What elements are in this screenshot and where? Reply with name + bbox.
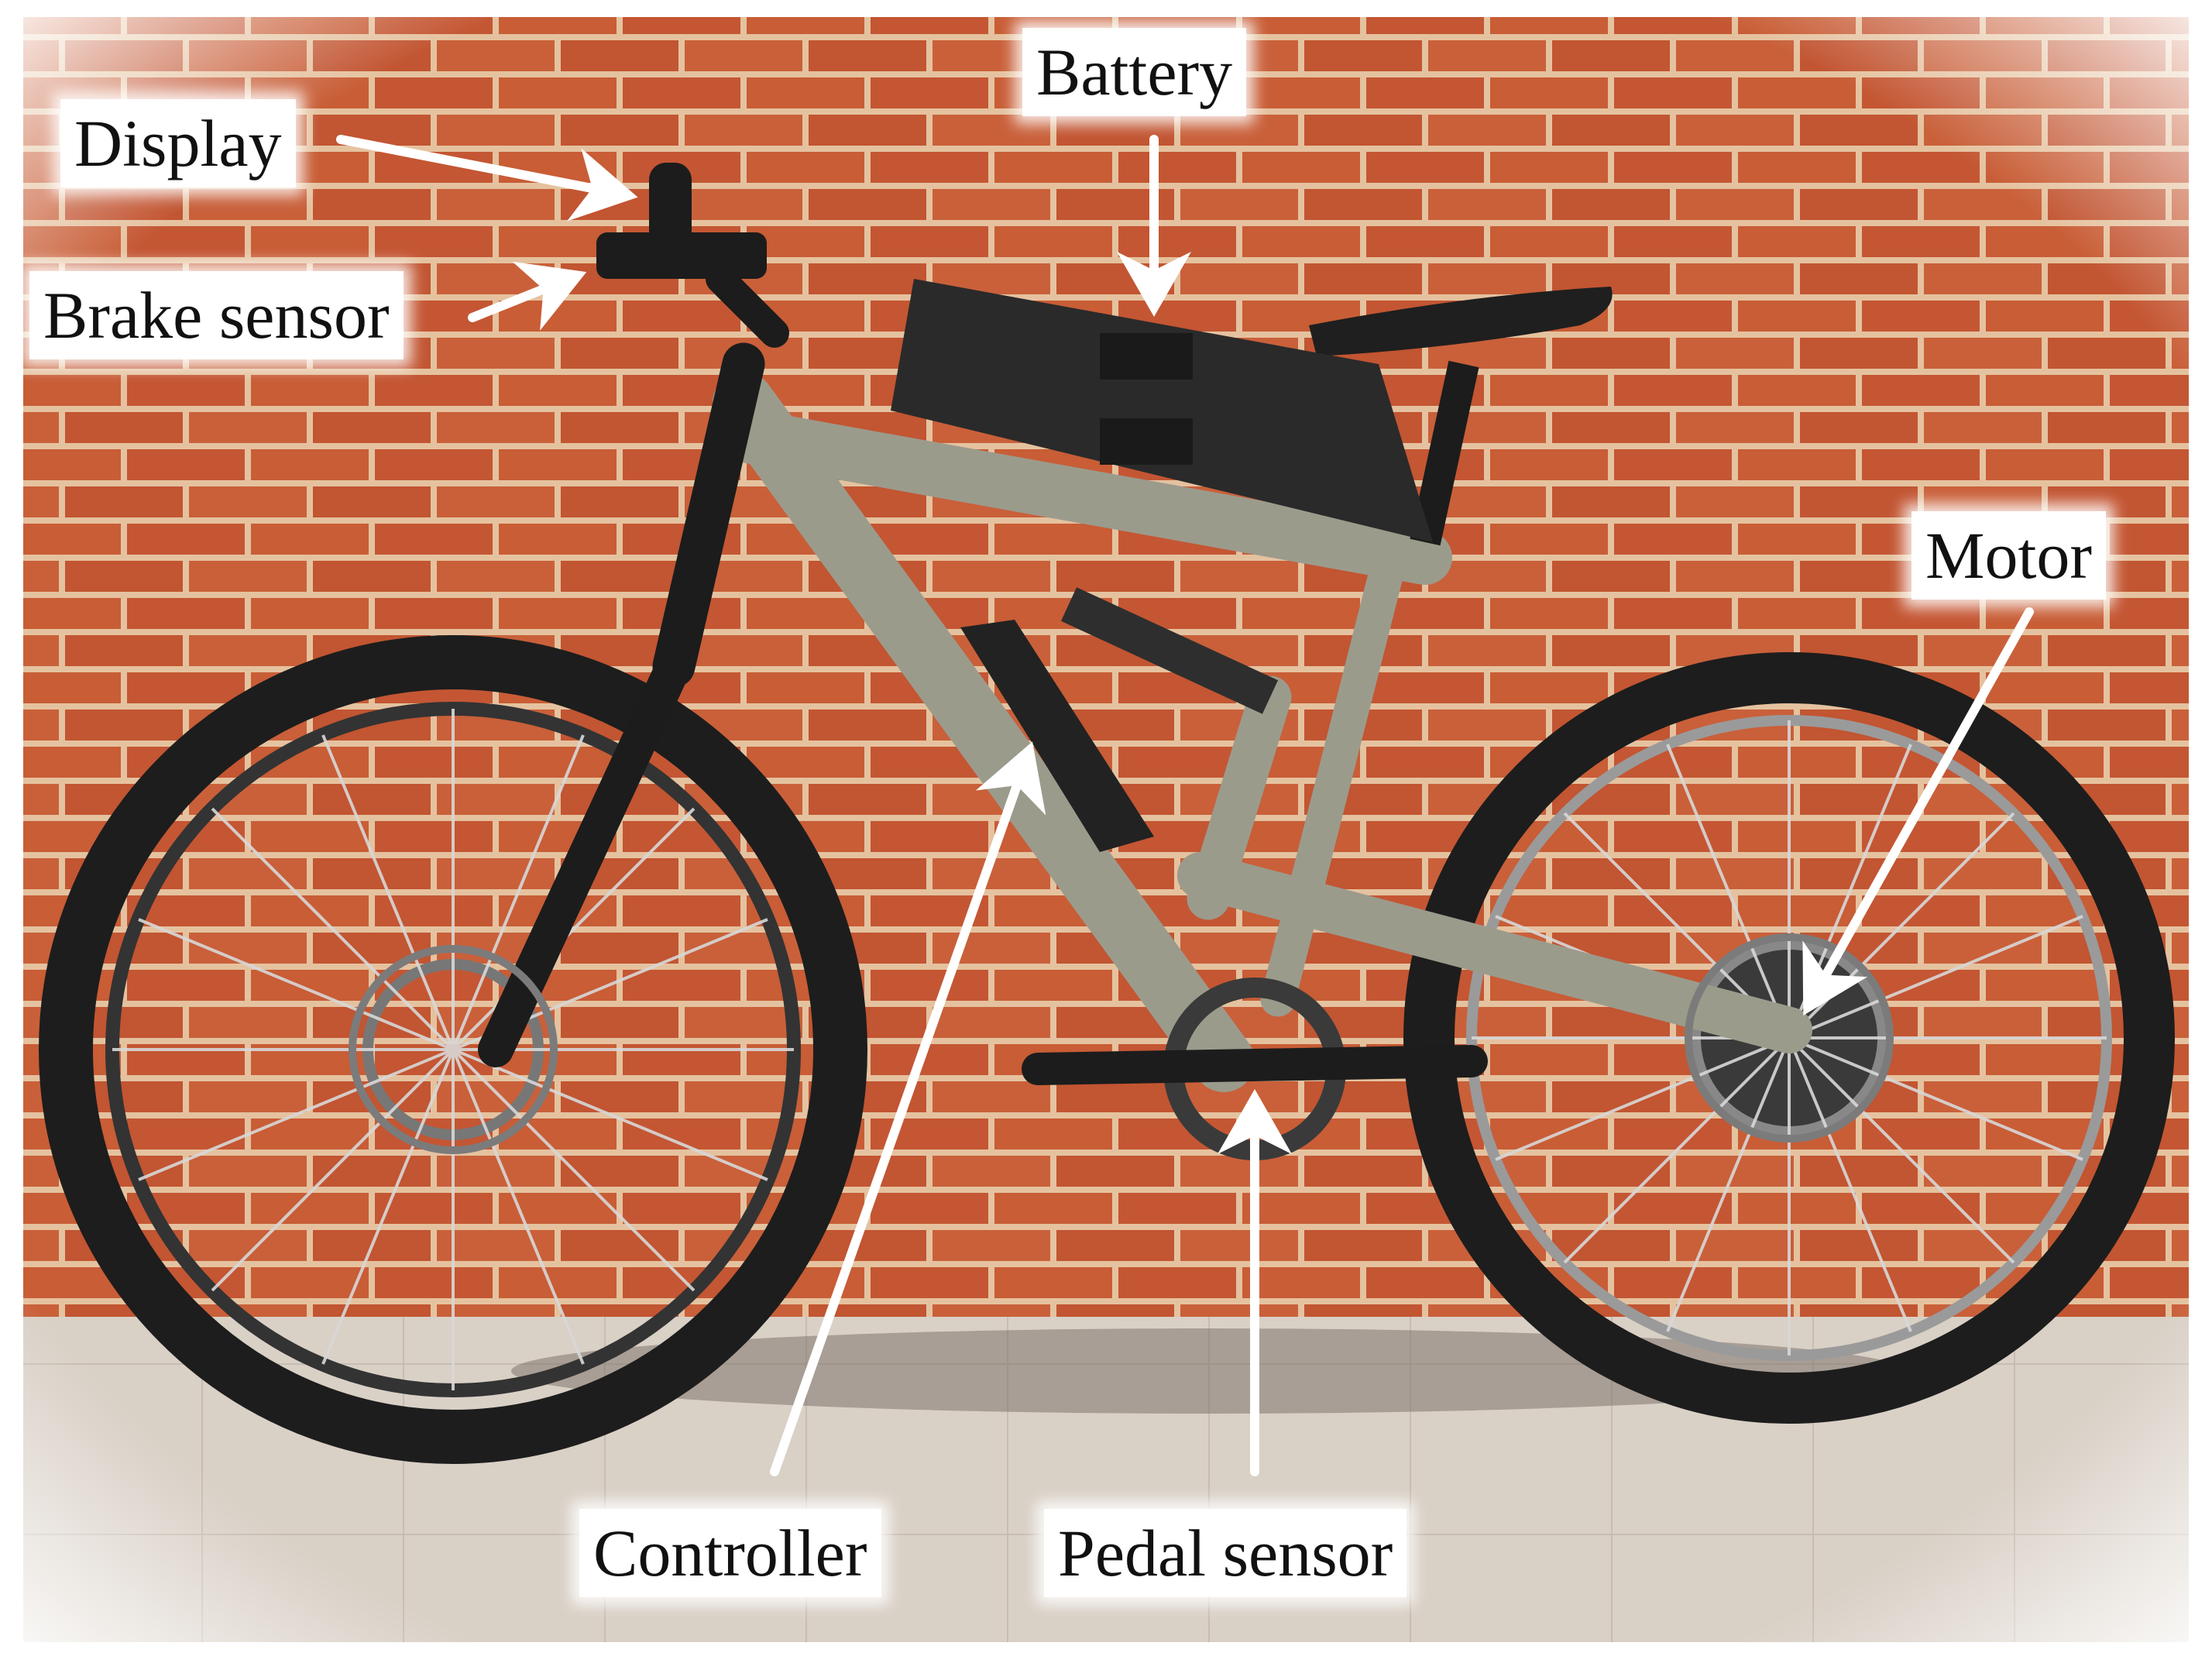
display-label: Display (60, 99, 296, 187)
motor-label: Motor (1911, 511, 2106, 600)
battery-label: Battery (1022, 28, 1247, 116)
pedal-sensor-label: Pedal sensor (1044, 1509, 1407, 1597)
brake-sensor-label: Brake sensor (29, 271, 404, 359)
controller-label: Controller (579, 1509, 881, 1597)
